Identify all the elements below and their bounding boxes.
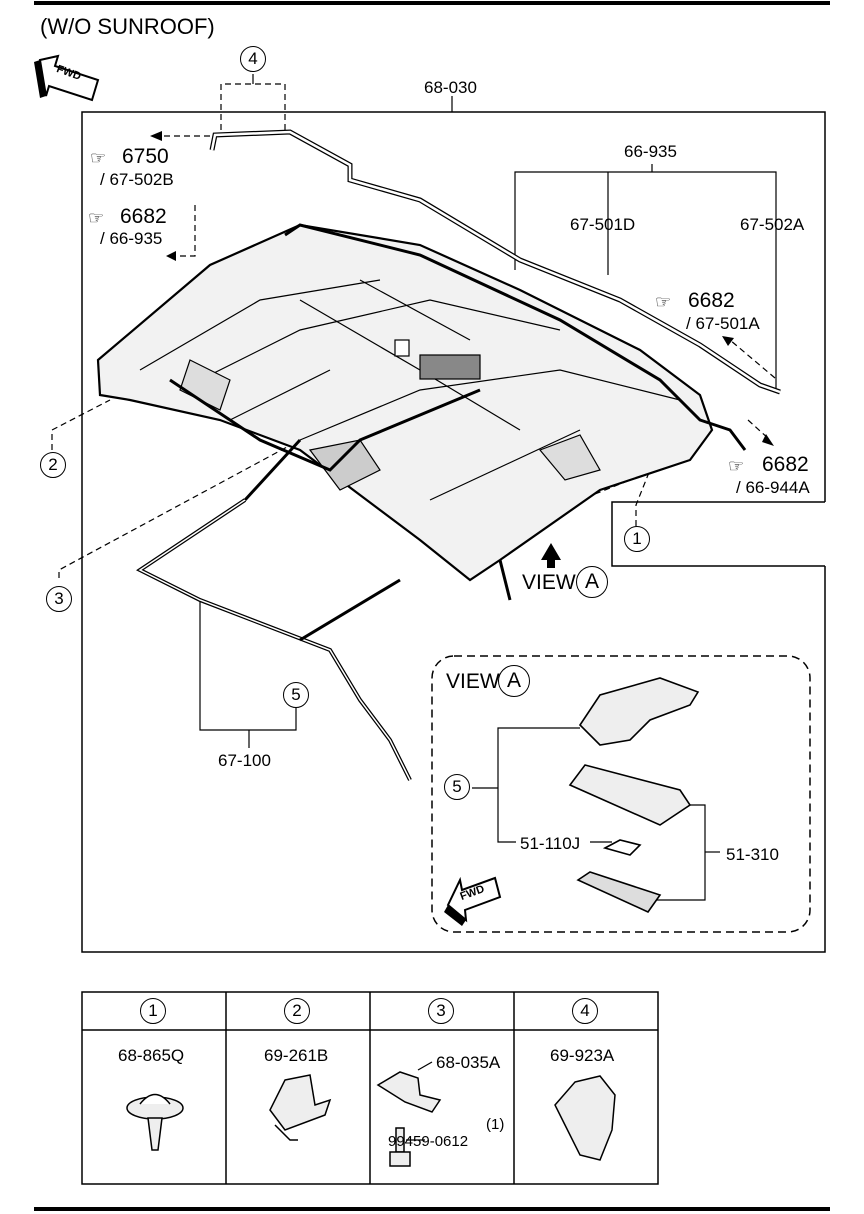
pointing-hand-icon: ☞ (655, 292, 672, 312)
callout-1: 1 (624, 526, 650, 552)
callout-5: 5 (283, 682, 309, 708)
table-header-3: 3 (428, 998, 454, 1024)
table-cell-bolt: 99459-0612 (388, 1133, 469, 1150)
ref-6682-c: 6682 (762, 453, 809, 476)
table-cell-part: 69-261B (264, 1046, 329, 1065)
fwd-arrow-icon-top (34, 54, 100, 102)
part-51-110j: 51-110J (520, 834, 581, 853)
part-67-501d: 67-501D (570, 215, 636, 234)
ref-6682-b: 6682 (688, 289, 735, 312)
view-a-label: VIEW (446, 670, 500, 693)
callout-2: 2 (40, 452, 66, 478)
table-cell-part: 68-035A (436, 1053, 501, 1072)
table-cell-qty: (1) (486, 1116, 505, 1133)
ref-6682-a: 6682 (120, 205, 167, 228)
callout-3: 3 (46, 586, 72, 612)
pointing-hand-icon: ☞ (90, 148, 107, 168)
part-headliner: 68-030 (424, 78, 477, 97)
diagram-title: (W/O SUNROOF) (40, 14, 215, 39)
callout-5-view: 5 (444, 774, 470, 800)
fwd-arrow-icon-view (444, 876, 502, 926)
ref-6682-a-sub: / 66-935 (100, 229, 163, 248)
table-header-2: 2 (284, 998, 310, 1024)
pointing-hand-icon: ☞ (728, 456, 745, 476)
view-label: VIEW (522, 571, 576, 594)
table-header-1: 1 (140, 998, 166, 1024)
ref-6682-c-sub: / 66-944A (736, 478, 810, 497)
pointing-hand-icon: ☞ (88, 208, 105, 228)
ref-6750-sub: / 67-502B (100, 170, 174, 189)
view-arrow-icon (541, 543, 561, 568)
table-cell-part: 68-865Q (118, 1046, 185, 1065)
ref-6682-b-sub: / 67-501A (686, 314, 760, 333)
part-harness-group: 66-935 (624, 142, 677, 161)
part-67-100: 67-100 (218, 751, 271, 770)
view-a-ref-circle: A (498, 665, 530, 697)
ref-6750: 6750 (122, 145, 169, 168)
table-header-4: 4 (572, 998, 598, 1024)
part-67-502a: 67-502A (740, 215, 805, 234)
callout-4: 4 (240, 46, 266, 72)
view-ref-circle: A (576, 566, 608, 598)
headliner-panel (96, 223, 714, 582)
table-cell-part: 69-923A (550, 1046, 615, 1065)
part-51-310: 51-310 (726, 845, 779, 864)
